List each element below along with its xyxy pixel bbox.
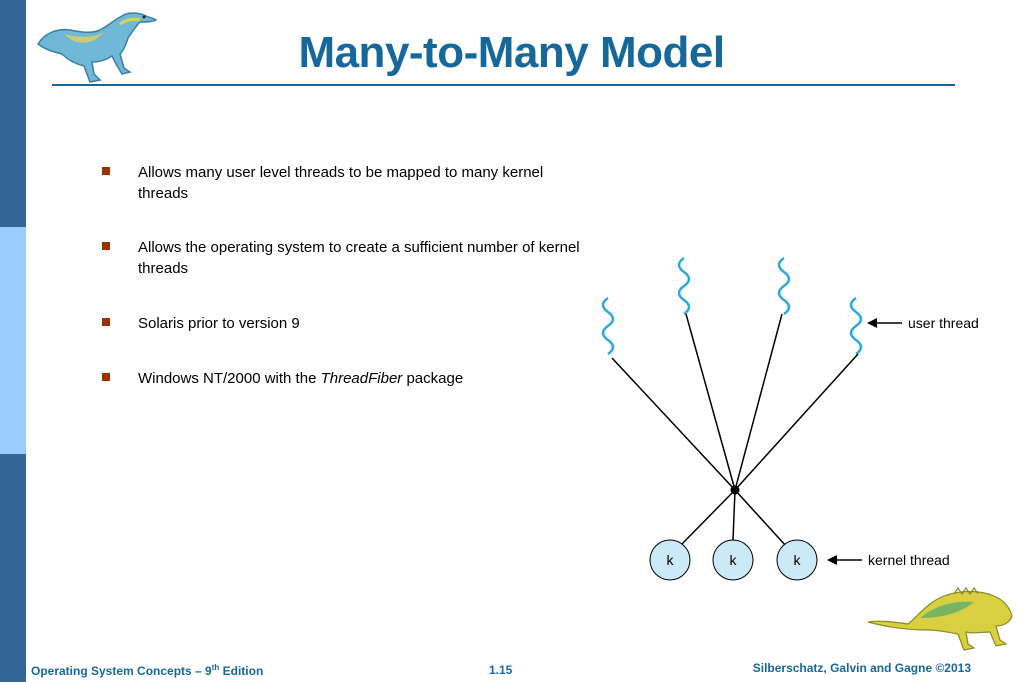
connector-line (734, 489, 787, 547)
bullet-text-emphasis: ThreadFiber (320, 370, 403, 387)
bullet-item: Windows NT/2000 with the ThreadFiber pac… (100, 368, 463, 389)
bullet-marker (102, 318, 110, 326)
connector-line (679, 489, 736, 547)
sidebar-top (0, 0, 26, 227)
many-to-many-diagram: k k k user thread kernel thread (601, 256, 979, 581)
connector-line (611, 357, 736, 491)
kernel-node-label: k (730, 552, 738, 568)
sidebar-middle (0, 227, 26, 454)
bullet-marker (102, 167, 110, 175)
bullet-text: Solaris prior to version 9 (138, 315, 300, 332)
bullet-item: Solaris prior to version 9 (100, 313, 300, 334)
kernel-node (776, 539, 818, 581)
user-thread-2 (677, 256, 691, 316)
dinosaur-logo-top (37, 12, 158, 83)
user-thread-1 (601, 296, 615, 356)
connector-line (734, 353, 859, 491)
user-thread-label: user thread (908, 315, 979, 331)
footer-copyright: Silberschatz, Galvin and Gagne ©2013 (752, 661, 971, 675)
connector-line (734, 313, 783, 491)
connector-line (685, 313, 736, 491)
arrowhead (827, 555, 837, 565)
bullet-item: Allows many user level threads to be map… (100, 162, 568, 204)
kernel-thread-label: kernel thread (868, 552, 950, 568)
user-thread-3 (777, 256, 791, 316)
footer-book-suffix: Edition (219, 664, 264, 678)
slide-title: Many-to-Many Model (298, 28, 725, 77)
kernel-node (712, 539, 754, 581)
title-divider (52, 84, 955, 86)
bullet-marker (102, 242, 110, 250)
bullet-item: Allows the operating system to create a … (100, 237, 598, 279)
bullet-text: Allows the operating system to create a … (138, 239, 580, 277)
arrowhead (867, 318, 877, 328)
bullet-marker (102, 373, 110, 381)
dinosaur-logo-bottom (867, 586, 1013, 651)
footer-page-number: 1.15 (489, 663, 513, 677)
kernel-node (649, 539, 691, 581)
user-thread-4 (849, 296, 863, 356)
footer-book-text: Operating System Concepts – 9 (31, 664, 212, 678)
sidebar-bottom (0, 454, 26, 682)
bullet-text-suffix: package (402, 370, 464, 387)
footer-book-title: Operating System Concepts – 9th Edition (31, 663, 263, 678)
bullet-text: Allows many user level threads to be map… (138, 164, 544, 202)
bullet-text-prefix: Windows NT/2000 with the (138, 370, 321, 387)
connector-line (732, 489, 736, 541)
kernel-node-label: k (667, 552, 675, 568)
footer-book-sup: th (211, 663, 220, 672)
kernel-node-label: k (794, 552, 802, 568)
